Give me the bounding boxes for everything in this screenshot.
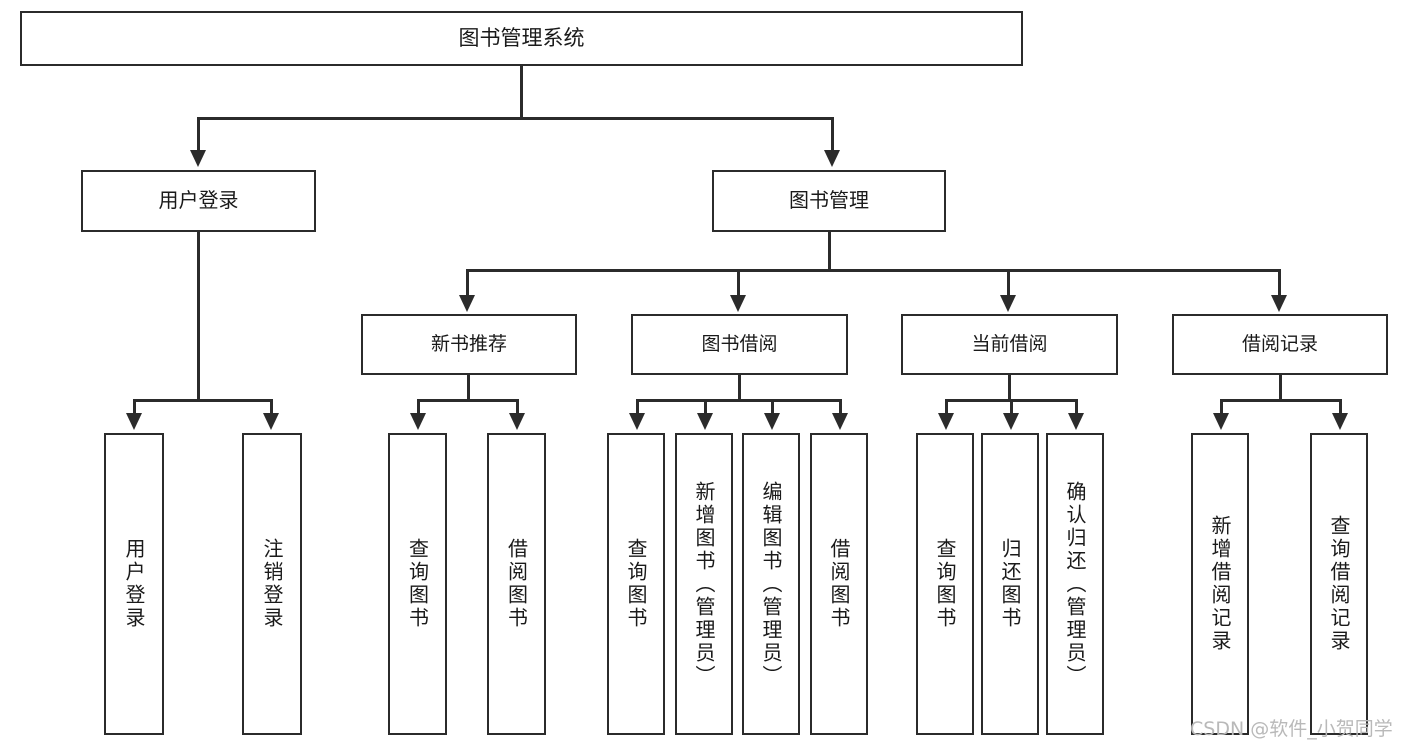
connector-book-management-bus	[466, 269, 1280, 272]
connector-root-bus	[198, 117, 833, 120]
arrow-bb-to-leaf-4	[832, 413, 848, 430]
connector-bm-to-new-book	[466, 269, 469, 297]
connector-new-book-stem	[467, 375, 470, 399]
node-current-borrow[interactable]: 当前借阅	[901, 314, 1118, 375]
connector-book-borrow-stem	[738, 375, 741, 399]
node-label: 查询借阅记录	[1327, 515, 1351, 653]
node-user-login[interactable]: 用户登录	[81, 170, 316, 232]
node-label: 用户登录	[158, 188, 239, 213]
arrow-new-book-to-leaf-2	[509, 413, 525, 430]
node-label: 当前借阅	[971, 333, 1048, 356]
connector-new-book-to-leaf-2	[516, 399, 519, 416]
node-label: 借阅图书	[504, 538, 529, 630]
leaf-query-book-current[interactable]: 查询图书	[916, 433, 974, 735]
leaf-add-book-admin[interactable]: 新增图书（管理员）	[675, 433, 733, 735]
node-label: 注销登录	[260, 538, 284, 630]
arrow-user-login-to-leaf-1	[126, 413, 142, 430]
node-book-borrow[interactable]: 图书借阅	[631, 314, 848, 375]
arrow-bm-to-book-borrow	[730, 295, 746, 312]
leaf-confirm-return-admin[interactable]: 确认归还（管理员）	[1046, 433, 1104, 735]
arrow-root-to-book-management	[824, 150, 840, 167]
node-label: 新增图书（管理员）	[692, 480, 716, 688]
node-label: 归还图书	[998, 538, 1022, 630]
node-book-management[interactable]: 图书管理	[712, 170, 946, 232]
connector-br-to-leaf-2	[1339, 399, 1342, 416]
connector-new-book-bus	[417, 399, 517, 402]
connector-bb-to-leaf-4	[839, 399, 842, 416]
node-label: 借阅记录	[1241, 333, 1318, 356]
arrow-cb-to-leaf-3	[1068, 413, 1084, 430]
connector-borrow-record-stem	[1279, 375, 1282, 399]
arrow-bb-to-leaf-2	[697, 413, 713, 430]
connector-book-management-stem	[828, 232, 831, 269]
leaf-user-login[interactable]: 用户登录	[104, 433, 164, 735]
connector-root-to-user-login	[197, 117, 200, 153]
arrow-br-to-leaf-1	[1213, 413, 1229, 430]
arrow-bm-to-new-book	[459, 295, 475, 312]
arrow-bb-to-leaf-1	[629, 413, 645, 430]
node-label: 新增借阅记录	[1208, 515, 1232, 653]
node-label: 图书管理	[789, 188, 869, 213]
connector-user-login-bus	[133, 399, 272, 402]
arrow-user-login-to-leaf-2	[263, 413, 279, 430]
connector-cb-to-leaf-3	[1075, 399, 1078, 416]
connector-borrow-record-bus	[1220, 399, 1340, 402]
arrow-cb-to-leaf-2	[1003, 413, 1019, 430]
connector-user-login-stem	[197, 232, 200, 399]
leaf-edit-book-admin[interactable]: 编辑图书（管理员）	[742, 433, 800, 735]
node-label: 图书借阅	[701, 333, 778, 356]
connector-book-borrow-bus	[636, 399, 841, 402]
leaf-query-book-borrow[interactable]: 查询图书	[607, 433, 665, 735]
arrow-br-to-leaf-2	[1332, 413, 1348, 430]
node-root-book-management-system[interactable]: 图书管理系统	[20, 11, 1023, 66]
arrow-bb-to-leaf-3	[764, 413, 780, 430]
leaf-add-borrow-record[interactable]: 新增借阅记录	[1191, 433, 1249, 735]
connector-user-login-to-leaf-1	[133, 399, 136, 416]
leaf-logout-login[interactable]: 注销登录	[242, 433, 302, 735]
connector-bb-to-leaf-1	[636, 399, 639, 416]
node-label: 编辑图书（管理员）	[759, 480, 783, 688]
node-label: 新书推荐	[430, 333, 507, 356]
connector-cb-to-leaf-2	[1010, 399, 1013, 416]
node-label: 图书管理系统	[458, 26, 585, 51]
connector-new-book-to-leaf-1	[417, 399, 420, 416]
leaf-borrow-book-borrow[interactable]: 借阅图书	[810, 433, 868, 735]
arrow-cb-to-leaf-1	[938, 413, 954, 430]
arrow-root-to-user-login	[190, 150, 206, 167]
connector-root-to-book-management	[831, 117, 834, 153]
connector-bm-to-book-borrow	[737, 269, 740, 297]
leaf-query-book-new-recommend[interactable]: 查询图书	[388, 433, 447, 735]
leaf-borrow-book-new-recommend[interactable]: 借阅图书	[487, 433, 546, 735]
node-label: 查询图书	[624, 538, 648, 630]
leaf-return-book[interactable]: 归还图书	[981, 433, 1039, 735]
connector-bb-to-leaf-2	[704, 399, 707, 416]
connector-bm-to-borrow-record	[1278, 269, 1281, 297]
connector-user-login-to-leaf-2	[270, 399, 273, 416]
node-borrow-record[interactable]: 借阅记录	[1172, 314, 1388, 375]
node-label: 借阅图书	[827, 538, 851, 630]
node-label: 查询图书	[405, 538, 430, 630]
node-label: 查询图书	[933, 538, 957, 630]
connector-root-stem	[520, 66, 523, 117]
connector-br-to-leaf-1	[1220, 399, 1223, 416]
connector-bb-to-leaf-3	[771, 399, 774, 416]
connector-cb-to-leaf-1	[945, 399, 948, 416]
leaf-query-borrow-record[interactable]: 查询借阅记录	[1310, 433, 1368, 735]
arrow-new-book-to-leaf-1	[410, 413, 426, 430]
connector-bm-to-current-borrow	[1007, 269, 1010, 297]
node-label: 确认归还（管理员）	[1063, 480, 1087, 688]
arrow-bm-to-borrow-record	[1271, 295, 1287, 312]
node-new-book-recommend[interactable]: 新书推荐	[361, 314, 577, 375]
node-label: 用户登录	[122, 538, 146, 630]
connector-current-borrow-stem	[1008, 375, 1011, 399]
arrow-bm-to-current-borrow	[1000, 295, 1016, 312]
